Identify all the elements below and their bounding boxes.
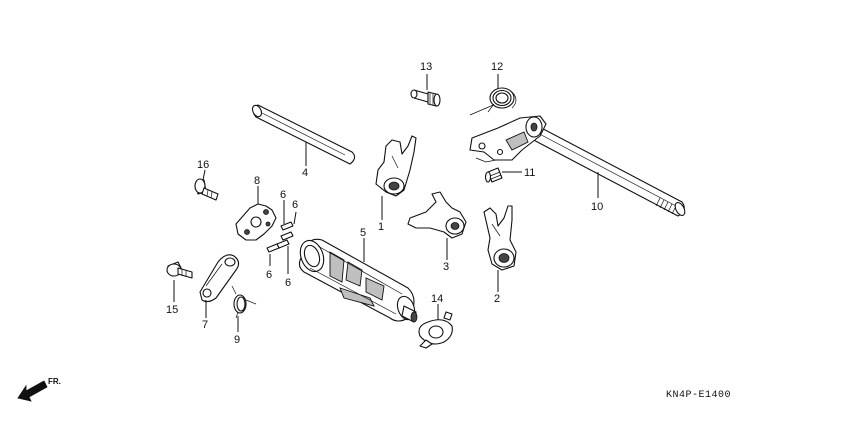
front-direction-indicator: FR. <box>17 377 61 402</box>
callout-9: 9 <box>234 334 240 346</box>
fork-shaft-part-4 <box>251 104 356 165</box>
bolt-part-16 <box>194 178 219 201</box>
gearshift-spindle-part-10 <box>469 115 686 217</box>
callout-16: 16 <box>197 159 209 171</box>
callout-6-top-right: 6 <box>292 199 298 211</box>
shift-fork-part-3 <box>407 191 467 239</box>
callouts: 13 12 16 4 8 6 6 1 11 10 5 3 6 6 2 14 15… <box>166 61 603 346</box>
callout-11: 11 <box>524 167 535 179</box>
shift-drum-part-5 <box>298 238 418 323</box>
callout-12: 12 <box>491 61 503 73</box>
callout-6-bottom-right: 6 <box>285 277 291 289</box>
callout-15: 15 <box>166 304 178 316</box>
callout-14: 14 <box>431 293 443 305</box>
callout-7: 7 <box>202 319 208 331</box>
shift-fork-part-2 <box>483 205 517 271</box>
callout-1: 1 <box>378 221 384 233</box>
bolt-part-13 <box>410 89 441 107</box>
front-label: FR. <box>48 377 61 386</box>
leader-lines <box>173 74 599 332</box>
callout-6-bottom-left: 6 <box>266 269 272 281</box>
callout-13: 13 <box>420 61 432 73</box>
shift-fork-part-1 <box>375 135 417 197</box>
callout-10: 10 <box>591 201 603 213</box>
callout-4: 4 <box>302 167 308 179</box>
stopper-spring-part-9 <box>231 285 257 319</box>
collar-part-11 <box>484 167 503 183</box>
diagram-code: KN4P-E1400 <box>666 390 731 401</box>
bolt-part-15 <box>166 261 193 279</box>
stopper-arm-part-7 <box>199 254 240 303</box>
callout-8: 8 <box>254 175 260 187</box>
callout-6-top-left: 6 <box>280 189 286 201</box>
callout-5: 5 <box>360 227 366 239</box>
washer-part-14 <box>418 311 453 349</box>
drum-center-part-8 <box>235 203 277 241</box>
dowel-pins-part-6 <box>266 221 294 253</box>
callout-2: 2 <box>494 293 500 305</box>
front-arrow-icon <box>17 380 48 402</box>
callout-3: 3 <box>443 261 449 273</box>
return-spring-part-12 <box>469 87 517 116</box>
